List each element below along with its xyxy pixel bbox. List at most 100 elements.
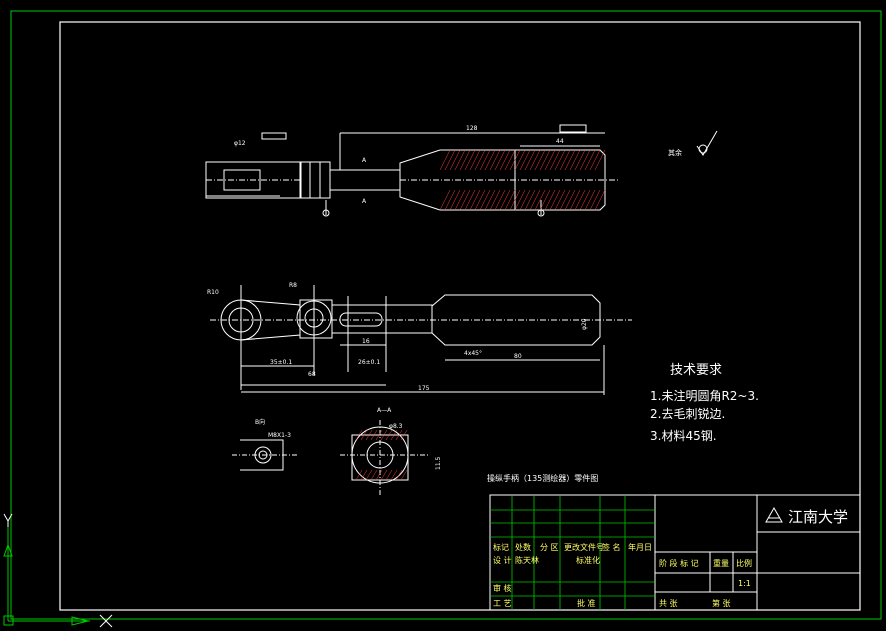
hatch-line [534,189,546,211]
hatch-line [489,189,501,211]
hatch-line [390,429,398,441]
hatch-line [459,189,471,211]
roughness-symbol-icon [696,130,718,156]
header-2: 分 区 [540,543,559,552]
hatch-line [539,149,551,171]
requirement-item-2: 2.去毛刺锐边. [650,407,725,421]
hatch-line [509,189,521,211]
hatch-line [439,189,451,211]
hatch-line [589,189,601,211]
radius-r8: R8 [289,282,297,289]
title-block [489,494,861,611]
dim-26: 26±0.1 [358,359,380,366]
radius-r10: R10 [207,289,219,296]
hatch-line [554,149,566,171]
dim-68: 68 [308,371,316,378]
hatch-line [504,149,516,171]
section-label: A—A [377,407,392,414]
requirements-heading: 技术要求 [670,363,722,378]
hatch-line [449,189,461,211]
hatch-line [544,149,556,171]
hatch-line [365,469,373,481]
b-view [232,439,298,471]
hatch-line [385,469,393,481]
hatch-line [584,149,596,171]
hatch-line [380,429,388,441]
hatch-line [499,149,511,171]
hatch-line [569,149,581,171]
hatch-line [360,429,368,441]
hatch-line [549,149,561,171]
hatch-line [569,189,581,211]
dim-35: 35±0.1 [270,359,292,366]
hatch-line [594,149,606,171]
stage-label: 阶 段 标 记 [659,558,699,568]
dim-80: 80 [514,353,522,360]
hatch-line [554,189,566,211]
header-3: 更改文件号 [564,542,604,552]
scale-value: 1:1 [738,579,751,588]
hatch-line [504,189,516,211]
section-mark-2: A [362,198,367,205]
hatch-line [454,189,466,211]
header-4: 签 名 [602,542,621,552]
hatch-line [524,189,536,211]
hatch-line [519,149,531,171]
header-0: 标记 [493,542,509,552]
roughness-note: 其余 [668,148,682,157]
dim-dia-12: φ12 [234,140,246,147]
ucs-x-icon [99,614,113,628]
dim-chamfer: 4x45° [464,350,482,357]
hatch-line [360,469,368,481]
hatch-line [365,429,373,441]
drawing-title: 操纵手柄（135测绘器）零件图 [487,473,598,483]
hatch-line [444,189,456,211]
dim-16: 16 [362,338,370,345]
ucs-icon[interactable] [3,525,90,626]
hatch-line [464,189,476,211]
hatch-line [439,149,451,171]
hatch-line [574,189,586,211]
hatch-line [514,189,526,211]
hatch-line [574,149,586,171]
hatch-line [464,149,476,171]
thread-label: M8X1-3 [268,432,291,439]
requirement-item-3: 3.材料45钢. [650,429,717,443]
dim-44: 44 [556,138,564,145]
hatch-line [594,189,606,211]
scale-label: 比例 [736,558,752,568]
hatch-line [395,469,403,481]
designer-name: 陈天林 [515,555,539,565]
hatch-line [474,149,486,171]
hatch-line [499,189,511,211]
hatch-line [514,149,526,171]
hatch-line [544,189,556,211]
title-block-grid [490,495,655,610]
section-mark-1: A [362,157,367,164]
hatch-line [400,469,408,481]
ucs-y-icon [3,513,13,527]
hatch-line [534,149,546,171]
requirement-item-1: 1.未注明圆角R2~3. [650,388,759,403]
hatch-line [370,429,378,441]
hatch-line [449,149,461,171]
hatch-line [454,149,466,171]
dim-dia-20: φ20 [581,318,588,330]
hatch-line [385,429,393,441]
hatch-line [375,429,383,441]
sheet-number: 第 张 [712,598,731,608]
hatch-line [549,189,561,211]
hatch-line [589,149,601,171]
hatch-line [494,189,506,211]
hatch-line [355,469,363,481]
hatch-line [484,189,496,211]
hatch-line [444,149,456,171]
dim-128: 128 [466,125,478,132]
hatch-line [559,189,571,211]
hatch-line [524,149,536,171]
hatch-line [539,189,551,211]
hatch-line [509,149,521,171]
hatch-line [390,469,398,481]
hatch-line [479,189,491,211]
